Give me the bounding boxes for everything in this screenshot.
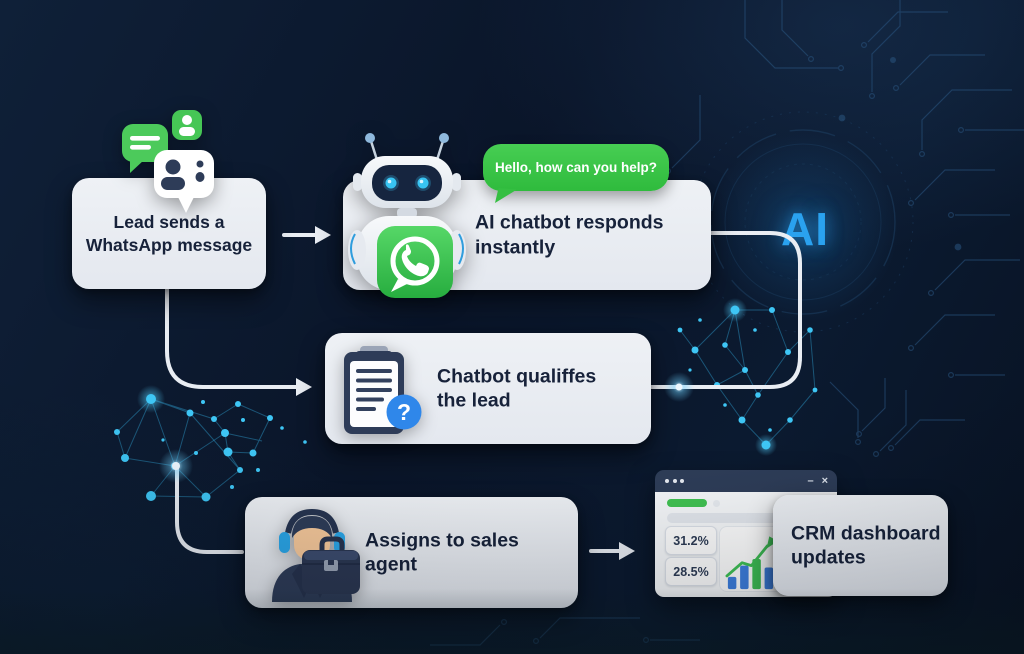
step-card-crm-update: CRM dashboard updates [773, 495, 948, 596]
window-dots-icon [665, 479, 684, 483]
connector-lead-to-qualify [165, 287, 298, 389]
bot-reply-bubble: Hello, how can you help? [483, 144, 669, 203]
ai-robot-whatsapp-icon [348, 126, 466, 302]
green-message-bubble-icon [122, 124, 168, 173]
headset-earcup-icon [279, 532, 290, 553]
toolbar-dot [713, 500, 720, 507]
connector-qualify-to-assign [175, 465, 244, 554]
step-label: AI chatbot responds instantly [475, 211, 664, 258]
constellation-left [116, 398, 271, 498]
white-chat-bubble-icon [154, 150, 214, 213]
browser-title-bar: – × [655, 470, 837, 492]
stat-value: 28.5% [673, 564, 709, 579]
robot-ear [452, 173, 461, 191]
bot-reply-text: Hello, how can you help? [494, 160, 657, 175]
constellation-left-nodes [114, 385, 307, 502]
step-label: Chatbot qualiffes the lead [437, 364, 597, 412]
briefcase-icon [302, 536, 360, 594]
close-icon: × [821, 474, 828, 487]
svg-text:?: ? [397, 399, 411, 425]
minimize-icon: – [807, 474, 814, 487]
arrowhead-icon [296, 378, 312, 396]
stat-card: 31.2% [665, 526, 717, 555]
chart-bars [727, 559, 774, 590]
whatsapp-chat-icons [116, 102, 218, 216]
robot-face-screen [372, 165, 442, 201]
constellation-right-nodes [677, 298, 818, 456]
search-bar [667, 513, 779, 523]
sales-agent-icon [260, 502, 364, 604]
whatsapp-logo-icon [377, 226, 453, 298]
robot-eyes-icon [383, 175, 431, 191]
step-label: CRM dashboard updates [791, 521, 941, 569]
contact-badge-icon [172, 110, 202, 140]
arrowhead-icon [315, 226, 331, 244]
question-badge-icon: ? [386, 394, 422, 430]
qualification-clipboard-icon: ? [338, 344, 426, 440]
ai-watermark: AI [781, 203, 829, 255]
headset-band-icon [285, 508, 339, 534]
robot-antennae-icon [365, 133, 449, 161]
step-label: Lead sends a WhatsApp message [85, 212, 253, 255]
step-label: Assigns to sales agent [365, 528, 519, 576]
constellation-right [679, 309, 816, 446]
trend-arrow-icon [725, 536, 778, 578]
stat-card: 28.5% [665, 557, 717, 586]
stat-value: 31.2% [673, 533, 709, 548]
progress-bar [667, 499, 707, 507]
robot-neck [397, 208, 417, 218]
robot-ear [353, 173, 362, 191]
arrowhead-icon [619, 542, 635, 560]
agent-hair [292, 516, 332, 538]
